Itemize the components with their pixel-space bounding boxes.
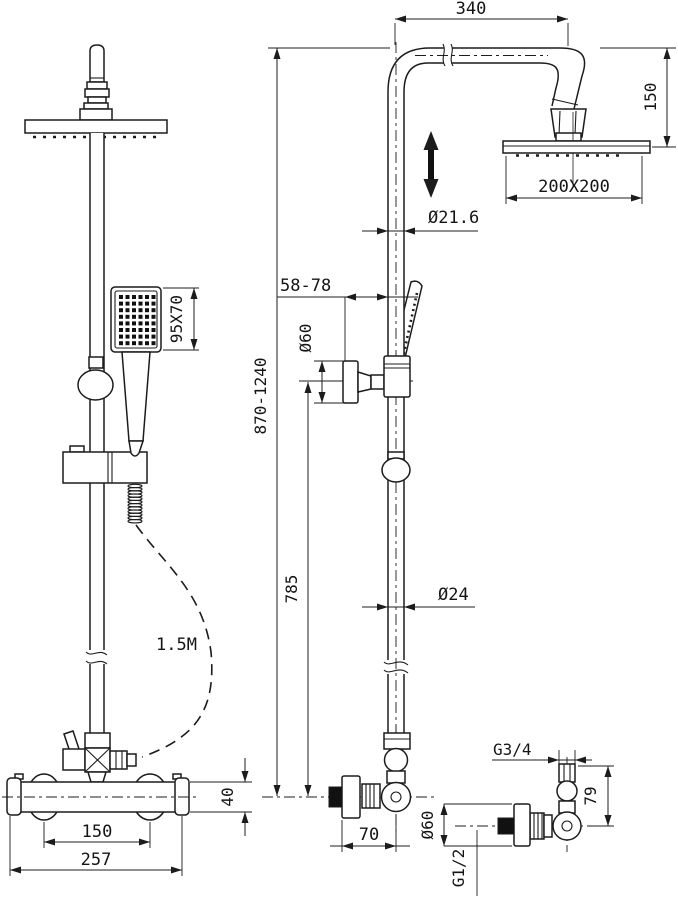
dim-label: 40 [218,787,237,806]
dim-label: 150 [641,83,660,112]
dim-label: 340 [456,0,487,19]
dim-valve-height-40: 40 [190,758,252,836]
dim-label: 58-78 [280,276,331,296]
valve-knob-detail [497,817,515,835]
dim-head-size-200x200: 200X200 [505,156,643,204]
dim-valve-width-257: 257 [9,816,183,876]
side-view [262,42,651,834]
hand-shower-nozzle-grid [119,295,156,346]
dim-escutcheon-dia-60: Ø60 [418,803,512,847]
overhead-shower-side [502,112,651,186]
slider-ring-side [381,457,411,483]
hose-coil [127,483,143,524]
valve-side [262,726,436,834]
hose-length-label: 1.5M [156,635,197,655]
dim-label: Ø24 [438,585,469,605]
overhead-shower-front [24,119,168,134]
slide-bracket [62,445,148,484]
dim-wall-offset-58-78: 58-78 [277,276,418,361]
valve-knob-side [328,786,343,808]
dim-wall-depth-70: 70 [330,815,410,852]
dim-label: 200X200 [538,177,610,197]
dim-outlet-thread-g34: G3/4 [492,740,592,768]
dim-riser-length-785: 785 [282,380,338,796]
thermostatic-valve-front [2,773,198,821]
dim-handset-95x70: 95X70 [163,287,199,351]
up-down-arrow-icon [423,131,439,198]
dim-outlet-height-79: 79 [578,765,614,827]
head-flange [79,108,113,121]
dim-overall-height-870-1240: 870-1240 [251,47,390,798]
dim-label: 785 [282,575,301,604]
dim-label: 95X70 [167,295,186,343]
dimensions: 340 150 200X200 [9,0,676,896]
slider-ring [77,369,114,401]
dim-bracket-dia-60: Ø60 [296,324,344,404]
shower-hose-dashed [135,524,213,758]
hand-shower-front [110,286,162,442]
dim-label: 870-1240 [251,357,270,434]
dim-inlet-thread-g12: G1/2 [449,830,478,896]
dim-label: Ø21.6 [428,208,479,228]
valve-connection-detail [455,757,594,852]
dim-top-arm-340: 340 [394,0,569,46]
dim-label: Ø60 [296,324,315,353]
dim-label: 70 [359,825,379,845]
dim-pipe-dia-21-6: Ø21.6 [362,208,479,235]
dim-label: G3/4 [493,740,532,759]
hand-shower-handle [121,351,151,442]
dim-pipe-dia-24: Ø24 [362,585,475,611]
top-stub-pipe [89,44,105,83]
shower-arm-side [539,47,587,142]
dim-label: 79 [581,786,600,805]
dim-label: G1/2 [449,849,468,888]
front-view [2,44,213,821]
wall-bracket-side [336,355,416,404]
diverter-assembly [62,730,137,783]
dim-label: 257 [81,850,112,870]
dim-valve-centers-150: 150 [43,822,151,848]
dim-head-drop-150: 150 [600,47,676,148]
dim-label: 150 [82,822,113,842]
handle-cone [128,440,145,457]
dim-label: Ø60 [418,811,437,840]
